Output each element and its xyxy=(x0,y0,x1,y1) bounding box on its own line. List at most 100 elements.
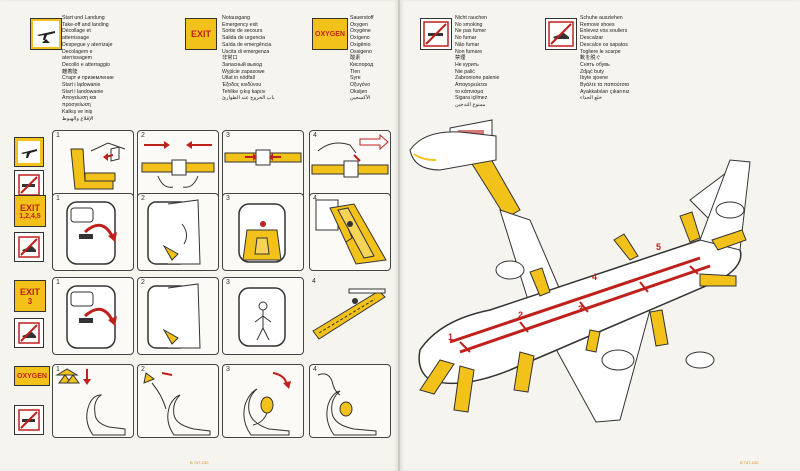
language-line: Oxígeno xyxy=(350,35,370,42)
language-line: Start i landowanie xyxy=(62,88,104,95)
language-line: No smoking xyxy=(455,21,483,28)
language-line: Descalce os sapatos xyxy=(580,41,628,48)
language-line: Sigara içilmez xyxy=(455,95,488,102)
language-line: Take-off and landing xyxy=(62,21,109,28)
language-line: Oxygène xyxy=(350,28,371,35)
language-line: Οξυγόνο xyxy=(350,82,371,89)
language-line: Salida de urgencia xyxy=(222,35,265,42)
no-high-heels-icon xyxy=(18,322,40,344)
language-line: Кислород xyxy=(350,61,374,68)
language-line: Descalzar xyxy=(580,35,604,42)
row4-panel-1: 1 xyxy=(52,364,134,438)
language-line: Снять обувь xyxy=(580,61,610,68)
language-line: الأكسجين xyxy=(350,95,371,102)
no-smoking-icon xyxy=(18,409,40,431)
language-line: 非常口 xyxy=(222,55,238,62)
no-smoking-icon xyxy=(423,21,449,47)
language-line: Notausgang xyxy=(222,15,250,21)
no-shoes-sign xyxy=(545,18,577,50)
language-line: Zabronione palenie xyxy=(455,75,500,82)
language-line: 酸素 xyxy=(350,55,361,62)
row3-panel-4: 4 xyxy=(309,277,389,353)
language-line: Remove shoes xyxy=(580,21,615,28)
language-line: Старт и приземление xyxy=(62,75,114,82)
pull-mask-illustration xyxy=(143,372,211,436)
seat-belt-fastened-illustration xyxy=(70,142,126,190)
no-smoking-icon xyxy=(18,174,40,196)
door-handle-rotate-illustration xyxy=(66,285,117,349)
language-line: Togliere le scarpe xyxy=(580,48,621,55)
overwing-slide-illustration xyxy=(312,288,386,340)
row4-panel-3: 3 xyxy=(222,364,304,438)
slide-evacuation-illustration xyxy=(315,199,387,265)
exit-label-2: 2 xyxy=(518,310,523,320)
language-line: 靴を脱ぐ xyxy=(580,55,601,62)
language-line: Απαγορεύεται xyxy=(455,82,487,89)
language-line: Utlat in nödfall xyxy=(222,75,255,82)
no-smoking-sign xyxy=(420,18,452,50)
language-line: ممنوع التدخين xyxy=(455,102,486,109)
language-line: Не курить xyxy=(455,61,479,68)
row4-panel-2: 2 xyxy=(137,364,219,438)
belt-release-illustration xyxy=(311,133,389,178)
language-line: Ayakkabıları çıkarınız xyxy=(580,88,630,95)
language-line: Oksijen xyxy=(350,88,368,95)
buckle-insert-illustration xyxy=(141,141,215,188)
oxygen-sign: OXYGEN xyxy=(312,18,348,50)
language-line: atterrissage xyxy=(62,35,90,42)
exit-sign: EXIT xyxy=(185,18,217,50)
language-line: Décollage et xyxy=(62,28,91,35)
row1-panel-1: 1 xyxy=(52,130,134,200)
exit-label-4: 4 xyxy=(592,272,597,282)
language-line: Βγάλτε τα παπούτσια xyxy=(580,82,629,89)
airplane-takeoff-icon xyxy=(18,141,40,163)
language-line: Tlen xyxy=(350,68,361,75)
language-line: Zdjąć buty xyxy=(580,68,604,75)
row4-oxygen-sign: OXYGEN xyxy=(14,366,50,386)
language-line: Oxigênio xyxy=(350,41,371,48)
row3-panel-2: 2 xyxy=(137,277,219,355)
door-push-open-illustration xyxy=(147,199,201,265)
slide-inflating-illustration xyxy=(238,203,286,263)
language-line: Syre xyxy=(350,75,361,82)
language-line: Sortie de secours xyxy=(222,28,263,35)
row2-panel-1: 1 xyxy=(52,193,134,271)
language-line: باب الخروج عند الطوارئ xyxy=(222,95,275,102)
row2-no-shoes-icon xyxy=(14,232,44,262)
exit-label-5: 5 xyxy=(656,242,661,252)
language-line: خلع الحذاء xyxy=(580,95,603,102)
language-line: Schuhe ausziehen xyxy=(580,15,623,21)
row2-exit-sign: EXIT 1,2,4,5 xyxy=(14,195,46,227)
language-line: Start und Landung xyxy=(62,15,105,21)
row1-takeoff-icon xyxy=(14,137,44,167)
row3-panel-1: 1 xyxy=(52,277,134,355)
right-footer: B 747-230 xyxy=(740,460,759,465)
takeoff-sign xyxy=(30,18,62,50)
language-line: aterrissagem xyxy=(62,55,92,62)
language-line: Nie palić xyxy=(455,68,475,75)
language-line: Uscita di emergenza xyxy=(222,48,270,55)
language-line: Έξοδος κινδύνου xyxy=(222,82,262,89)
row3-panel-3: 3 xyxy=(222,277,304,355)
masks-drop-illustration xyxy=(55,368,126,436)
language-line: Despegue y aterrizaje xyxy=(62,41,113,48)
oxygen-sign-label: OXYGEN xyxy=(315,30,345,38)
language-line: No fumar xyxy=(455,35,477,42)
row4-panel-4: 4 xyxy=(309,364,391,438)
row1-panel-4: 4 xyxy=(309,130,391,200)
no-high-heels-icon xyxy=(18,236,40,258)
no-high-heels-icon xyxy=(548,21,574,47)
language-line: Ibyte sjoene xyxy=(580,75,608,82)
language-line: Emergency exit xyxy=(222,21,258,28)
language-line: 禁煙 xyxy=(455,55,466,62)
language-line: Tehlike çıkış kapısı xyxy=(222,88,266,95)
language-line: Запасный выход xyxy=(222,61,263,68)
language-line: Kalkış ve iniş xyxy=(62,108,93,115)
wing-exit-step-illustration xyxy=(238,287,286,347)
row1-panel-3: 3 xyxy=(222,130,304,200)
